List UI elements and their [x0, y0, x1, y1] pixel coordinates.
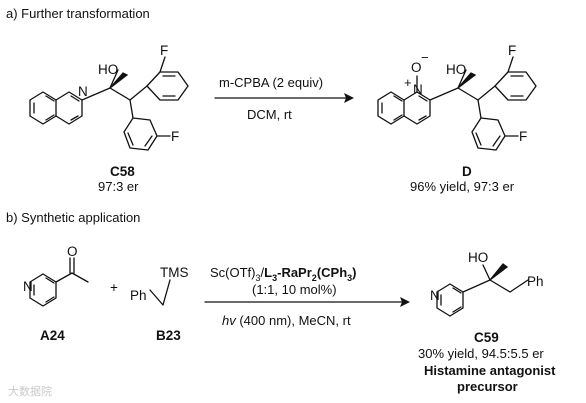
- section-b-heading: b) Synthetic application: [6, 210, 140, 225]
- atom-f2-c58: F: [171, 129, 179, 144]
- label-c59: C59: [474, 330, 499, 345]
- conditions-ratio: (1:1, 10 mol%): [252, 282, 337, 297]
- note-c59-line1: Histamine antagonist: [424, 363, 556, 378]
- carbinol-d: [429, 69, 479, 101]
- note-c59-line2: precursor: [457, 379, 518, 394]
- atom-ho-c59: HO: [468, 250, 488, 265]
- pyridine-ring-a24: [29, 257, 89, 307]
- pyridine-ring-c59: [436, 263, 529, 317]
- atom-ph-b23: Ph: [130, 288, 147, 303]
- result-d: 96% yield, 97:3 er: [410, 179, 515, 194]
- section-a-heading: a) Further transformation: [6, 6, 150, 21]
- label-a24: A24: [40, 328, 65, 343]
- atom-o-oxide: O: [411, 60, 422, 75]
- atom-f2-d: F: [519, 129, 527, 144]
- atom-f1-c58: F: [160, 43, 168, 58]
- atom-n-c58: N: [78, 84, 88, 99]
- er-c58: 97:3 er: [98, 179, 139, 194]
- atom-ph-c59: Ph: [527, 274, 544, 289]
- atom-n-a24: N: [23, 279, 33, 294]
- atom-ho-d: HO: [446, 62, 466, 77]
- benzyl-tms-b23: [149, 279, 171, 306]
- atom-ho-c58: HO: [98, 62, 118, 77]
- label-b23: B23: [156, 328, 181, 343]
- atom-o-a24: O: [67, 244, 78, 259]
- reaction-arrow-a: [214, 93, 354, 103]
- conditions-catalyst: Sc(OTf)3/L3-RaPr2(CPh3): [210, 265, 357, 283]
- reaction-arrow-b: [204, 297, 410, 307]
- watermark: 大数据院: [8, 384, 52, 398]
- diaryl-methine-c58: [123, 56, 189, 151]
- carbinol-c58: [81, 69, 131, 101]
- charge-plus: +: [404, 75, 412, 90]
- label-c58: C58: [110, 164, 135, 179]
- atom-n-c59: N: [430, 288, 440, 303]
- atom-f1-d: F: [508, 43, 516, 58]
- conditions-dcm: DCM, rt: [247, 107, 292, 122]
- atom-tms: TMS: [160, 265, 189, 280]
- reagent-mcpba: m-CPBA (2 equiv): [219, 75, 323, 90]
- quinoline-n-oxide-ring-d: [377, 75, 431, 125]
- charge-minus: −: [421, 50, 429, 65]
- atom-n-d: N: [413, 82, 423, 97]
- conditions-light: hv (400 nm), MeCN, rt: [222, 313, 351, 328]
- quinoline-ring-c58: [29, 91, 83, 125]
- plus-sign: +: [110, 280, 118, 295]
- result-c59: 30% yield, 94.5:5.5 er: [418, 346, 544, 361]
- diaryl-methine-d: [471, 56, 537, 151]
- label-d: D: [462, 164, 472, 179]
